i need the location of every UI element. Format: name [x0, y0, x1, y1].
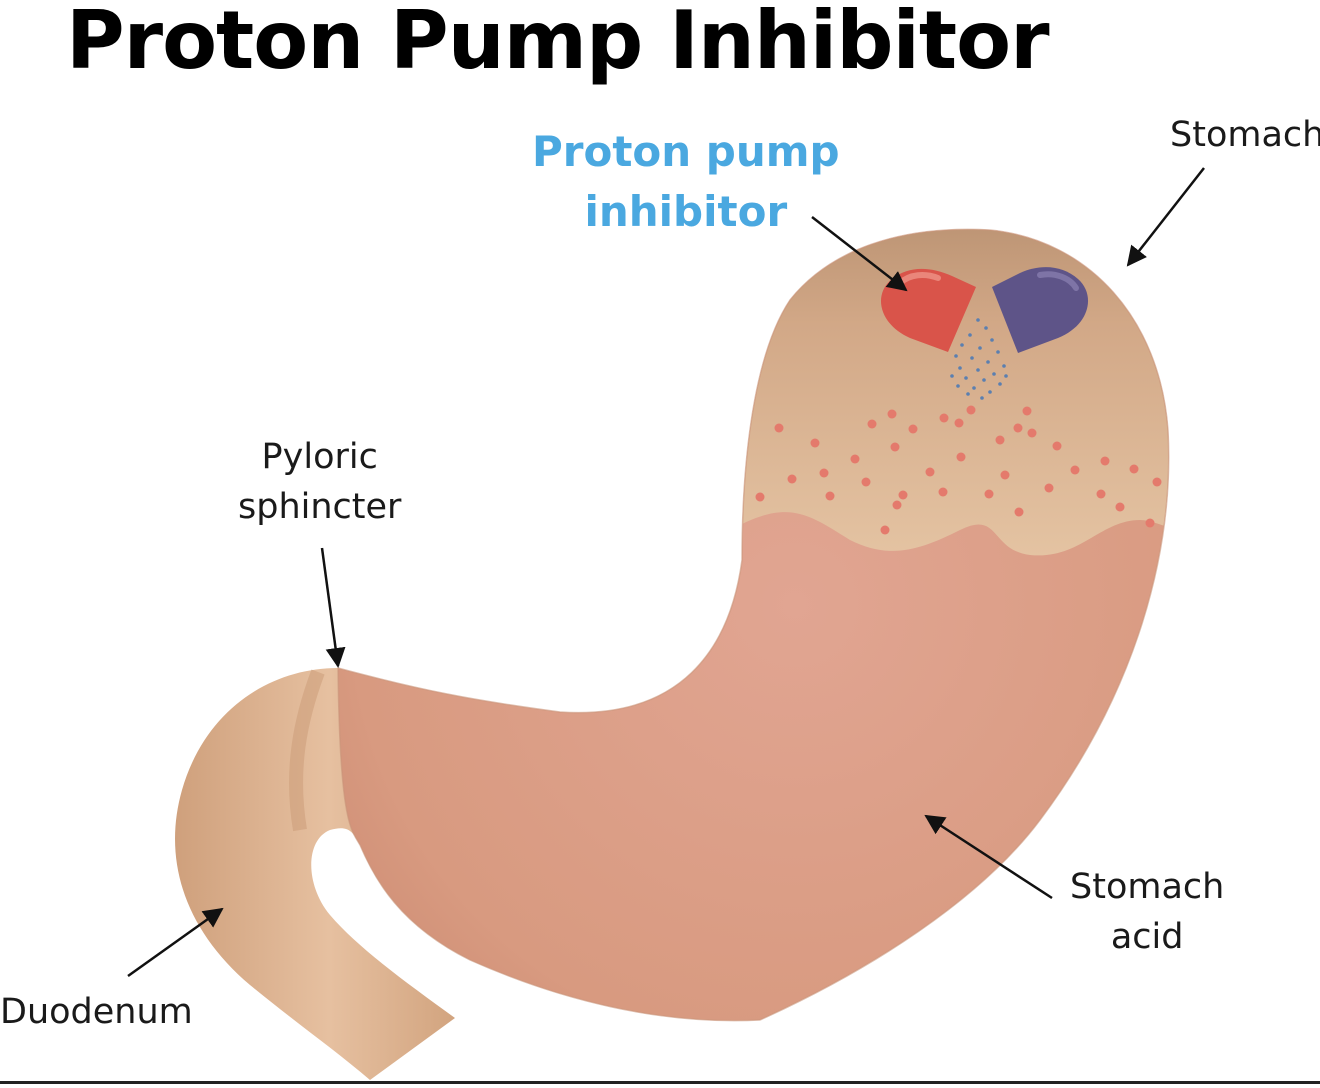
diagram-title: Proton Pump Inhibitor [66, 0, 1050, 87]
label-pyloric-sphincter: Pyloric sphincter [238, 432, 401, 532]
pyloric-band [289, 669, 325, 832]
upper-stomach-region [700, 229, 1169, 556]
capsule-purple-half [992, 267, 1089, 353]
arrow-stomach [1126, 167, 1205, 267]
label-ppi-line-2: inhibitor [584, 187, 788, 236]
label-stomach-acid: Stomach acid [1070, 862, 1224, 962]
label-stomach: Stomach [1170, 115, 1320, 155]
acid-dots [755, 405, 1162, 535]
duodenum-shape [175, 668, 455, 1080]
bottom-rule [0, 1081, 1320, 1084]
label-pyloric-line-1: Pyloric [261, 437, 378, 477]
label-duodenum: Duodenum [0, 992, 193, 1032]
label-pyloric-line-2: sphincter [238, 487, 402, 527]
label-ppi-line-1: Proton pump [532, 127, 840, 176]
arrow-duodenum [127, 907, 224, 978]
label-stomach-acid-line-1: Stomach [1070, 867, 1225, 907]
arrow-stomach-acid [924, 814, 1053, 900]
label-stomach-acid-line-2: acid [1110, 917, 1184, 957]
arrow-ppi [811, 216, 908, 292]
arrow-pyloric [320, 547, 346, 668]
label-proton-pump-inhibitor: Proton pump inhibitor [532, 122, 840, 242]
granules [950, 318, 1008, 400]
